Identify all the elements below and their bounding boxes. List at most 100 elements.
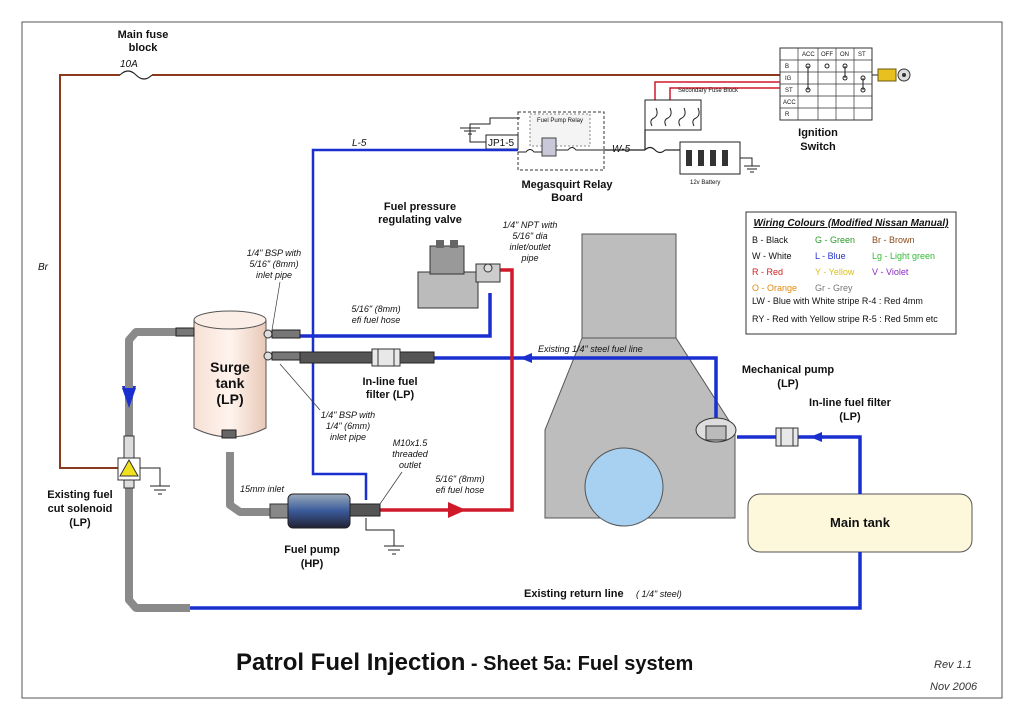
note-efi-bottom-2: efi fuel hose [436,485,485,495]
fuel-pump-label-2: (HP) [301,558,324,570]
note-threaded: M10x1.5 threaded outlet [379,438,429,505]
ign-row-st: ST [785,88,793,94]
sheet-border [21,21,1003,699]
surge-tank-label-3: (LP) [216,391,243,407]
brown-power-wire [59,74,780,469]
fuel-pressure-regulator [417,240,501,309]
mechanical-pump [695,417,737,443]
secondary-fuse-block [644,99,702,131]
ignition-label-line1: Ignition [798,127,838,139]
note-efi-hose-bottom: 5/16" (8mm) efi fuel hose [435,474,484,495]
title-dash: - [465,653,483,675]
inline-filter-right-label-2: (LP) [839,411,861,423]
surge-tank-fittings [175,327,301,361]
legend-entry: O - Orange [752,283,797,293]
note-bsp-outlet: 1/4" BSP with 1/4" (6mm) inlet pipe [279,363,375,442]
ign-row-b: B [785,64,789,70]
ignition-col-headers: ACC OFF ON ST B IG ST ACC R [783,52,866,118]
ign-col-st: ST [858,52,866,58]
note-npt-1: 1/4" NPT with [503,220,558,230]
ign-row-acc: ACC [783,100,796,106]
wire-label-w5: W-5 [612,144,631,155]
fuel-pump [269,493,404,555]
mech-pump-label-2: (LP) [777,378,799,390]
fuse-title-line2: block [129,42,159,54]
title-main: Patrol Fuel Injection [236,649,465,676]
wire-label-l5: L-5 [352,138,367,149]
wire-label-br: Br [38,262,49,273]
ign-col-off: OFF [821,52,833,58]
legend-rows: B - Black G - Green Br - Brown W - White L -… [752,235,935,293]
note-npt-2: 5/16" dia [512,231,547,241]
note-15mm-inlet: 15mm inlet [240,484,285,494]
legend-entry: Y - Yellow [815,267,855,277]
mech-pump-label-1: Mechanical pump [742,364,835,376]
ground-symbol-relay [460,117,520,143]
solenoid-label-1: Existing fuel [47,489,112,501]
outlet-hose [299,351,435,364]
l5-blue-wire [311,148,518,500]
legend-entry: G - Green [815,235,855,245]
inline-filter-right-label-1: In-line fuel filter [809,397,892,409]
note-bsp-inlet-3: inlet pipe [256,270,292,280]
jp-label: JP1-5 [488,138,515,149]
flow-arrow-main-tank [810,432,822,442]
note-bsp-outlet-2: 1/4" (6mm) [326,421,370,431]
ign-row-r: R [785,112,790,118]
legend-entry: Gr - Grey [815,283,853,293]
main-fuse [119,70,153,80]
ign-col-acc: ACC [802,52,815,58]
solenoid-label-2: cut solenoid [48,503,113,515]
return-line-note: ( 1/4" steel) [636,589,682,599]
note-npt: 1/4" NPT with 5/16" dia inlet/outlet pip… [503,220,558,263]
note-steel-line: Existing 1/4" steel fuel line [538,344,643,354]
revision-number: Rev 1.1 [934,659,972,671]
revision-date: Nov 2006 [930,681,978,693]
inline-filter-mid [371,348,401,367]
fuel-pump-label-1: Fuel pump [284,544,340,556]
ignition-switch-grid [779,47,873,121]
note-threaded-1: M10x1.5 [393,438,429,448]
legend-entry: V - Violet [872,267,909,277]
note-threaded-3: outlet [399,460,422,470]
inline-filter-right [775,427,799,447]
battery-label: 12v Battery [690,180,720,186]
solenoid-label-3: (LP) [69,517,91,529]
legend-entry: Br - Brown [872,235,915,245]
note-efi-bottom-1: 5/16" (8mm) [435,474,484,484]
red-fuel-lines [380,268,514,512]
legend-entry: L - Blue [815,251,846,261]
note-npt-4: pipe [520,253,538,263]
ignition-label-line2: Switch [800,141,836,153]
ignition-key-icon [872,68,911,82]
legend-entry: W - White [752,251,792,261]
note-efi-hose-top: 5/16" (8mm) efi fuel hose [351,304,400,325]
engine-block [544,233,736,527]
legend-entry: B - Black [752,235,789,245]
fpr-label-line1: Fuel pressure [384,201,456,213]
w5-wire [604,130,680,154]
note-bsp-outlet-1: 1/4" BSP with [321,410,375,420]
relay-board: Fuel Pump Relay [517,111,605,171]
inline-filter-mid-label-2: filter (LP) [366,389,415,401]
legend-entry: R - Red [752,267,783,277]
fuse-rating: 10A [120,59,138,70]
fuel-cut-solenoid [117,435,170,495]
surge-tank-label-1: Surge [210,359,250,375]
flow-arrow-hp-line [448,502,466,518]
title-sub: Sheet 5a: Fuel system [483,653,693,675]
fuse-title-line1: Main fuse [118,29,169,41]
flow-arrow-steel-line [520,353,532,363]
note-bsp-inlet-2: 5/16" (8mm) [249,259,298,269]
note-efi-top-1: 5/16" (8mm) [351,304,400,314]
relay-name: Fuel Pump Relay [537,118,583,124]
ignition-red-wire [654,81,780,100]
fpr-label-line2: regulating valve [378,214,462,226]
ign-col-on: ON [840,52,849,58]
wiring-legend: Wiring Colours (Modified Nissan Manual) … [745,211,957,335]
blue-fuel-lines [190,293,862,610]
battery-icon [679,141,760,175]
note-threaded-2: threaded [392,449,429,459]
return-line-label: Existing return line [524,588,624,600]
